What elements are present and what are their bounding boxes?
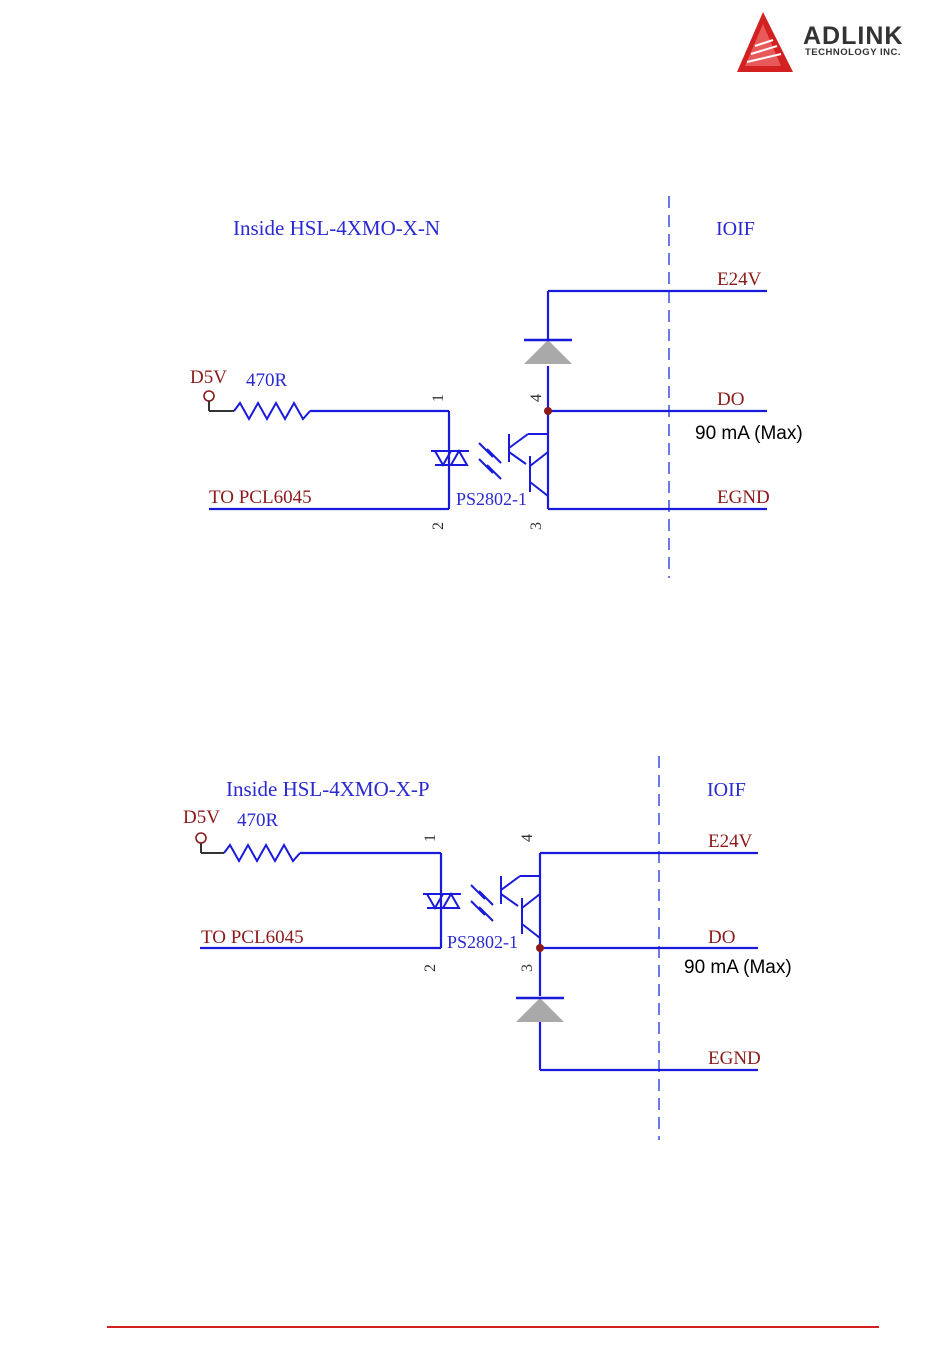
d5v-label: D5V	[183, 807, 220, 828]
flyback-diode-icon	[524, 340, 572, 364]
footer-divider	[107, 1326, 879, 1328]
pin-3-label: 3	[519, 964, 536, 972]
input-label: TO PCL6045	[209, 487, 312, 508]
d5v-terminal-icon	[204, 391, 234, 411]
part-label: PS2802-1	[456, 489, 527, 509]
current-note: 90 mA (Max)	[695, 423, 803, 444]
input-label: TO PCL6045	[201, 927, 304, 948]
ioif-label: IOIF	[707, 779, 746, 801]
current-note: 90 mA (Max)	[684, 957, 792, 978]
e24v-label: E24V	[708, 831, 753, 852]
flyback-diode-icon	[516, 998, 564, 1022]
resistor-label: 470R	[237, 810, 279, 831]
do-label: DO	[708, 927, 735, 948]
e24v-label: E24V	[717, 269, 762, 290]
schematic-p-type: Inside HSL-4XMO-X-P IOIF D5V 470R TO PCL…	[0, 740, 950, 1160]
d5v-label: D5V	[190, 367, 227, 388]
part-label: PS2802-1	[447, 932, 518, 952]
pin-4-label: 4	[528, 394, 545, 402]
pin-4-label: 4	[519, 834, 536, 842]
resistor-icon	[224, 845, 300, 861]
junction-dot	[544, 407, 552, 415]
pin-1-label: 1	[422, 834, 439, 842]
pin-1-label: 1	[430, 394, 447, 402]
schematic-n-type: Inside HSL-4XMO-X-N IOIF D5V 470R TO PCL…	[0, 0, 950, 620]
ioif-label: IOIF	[716, 218, 755, 240]
resistor-icon	[234, 403, 310, 419]
diagram-title: Inside HSL-4XMO-X-P	[226, 777, 430, 801]
resistor-label: 470R	[246, 370, 288, 391]
pin-2-label: 2	[430, 522, 447, 530]
egnd-label: EGND	[717, 487, 770, 508]
d5v-terminal-icon	[196, 833, 224, 853]
pin-2-label: 2	[422, 964, 439, 972]
do-label: DO	[717, 389, 744, 410]
pin-3-label: 3	[528, 522, 545, 530]
diagram-title: Inside HSL-4XMO-X-N	[233, 216, 440, 240]
junction-dot	[536, 944, 544, 952]
egnd-label: EGND	[708, 1048, 761, 1069]
